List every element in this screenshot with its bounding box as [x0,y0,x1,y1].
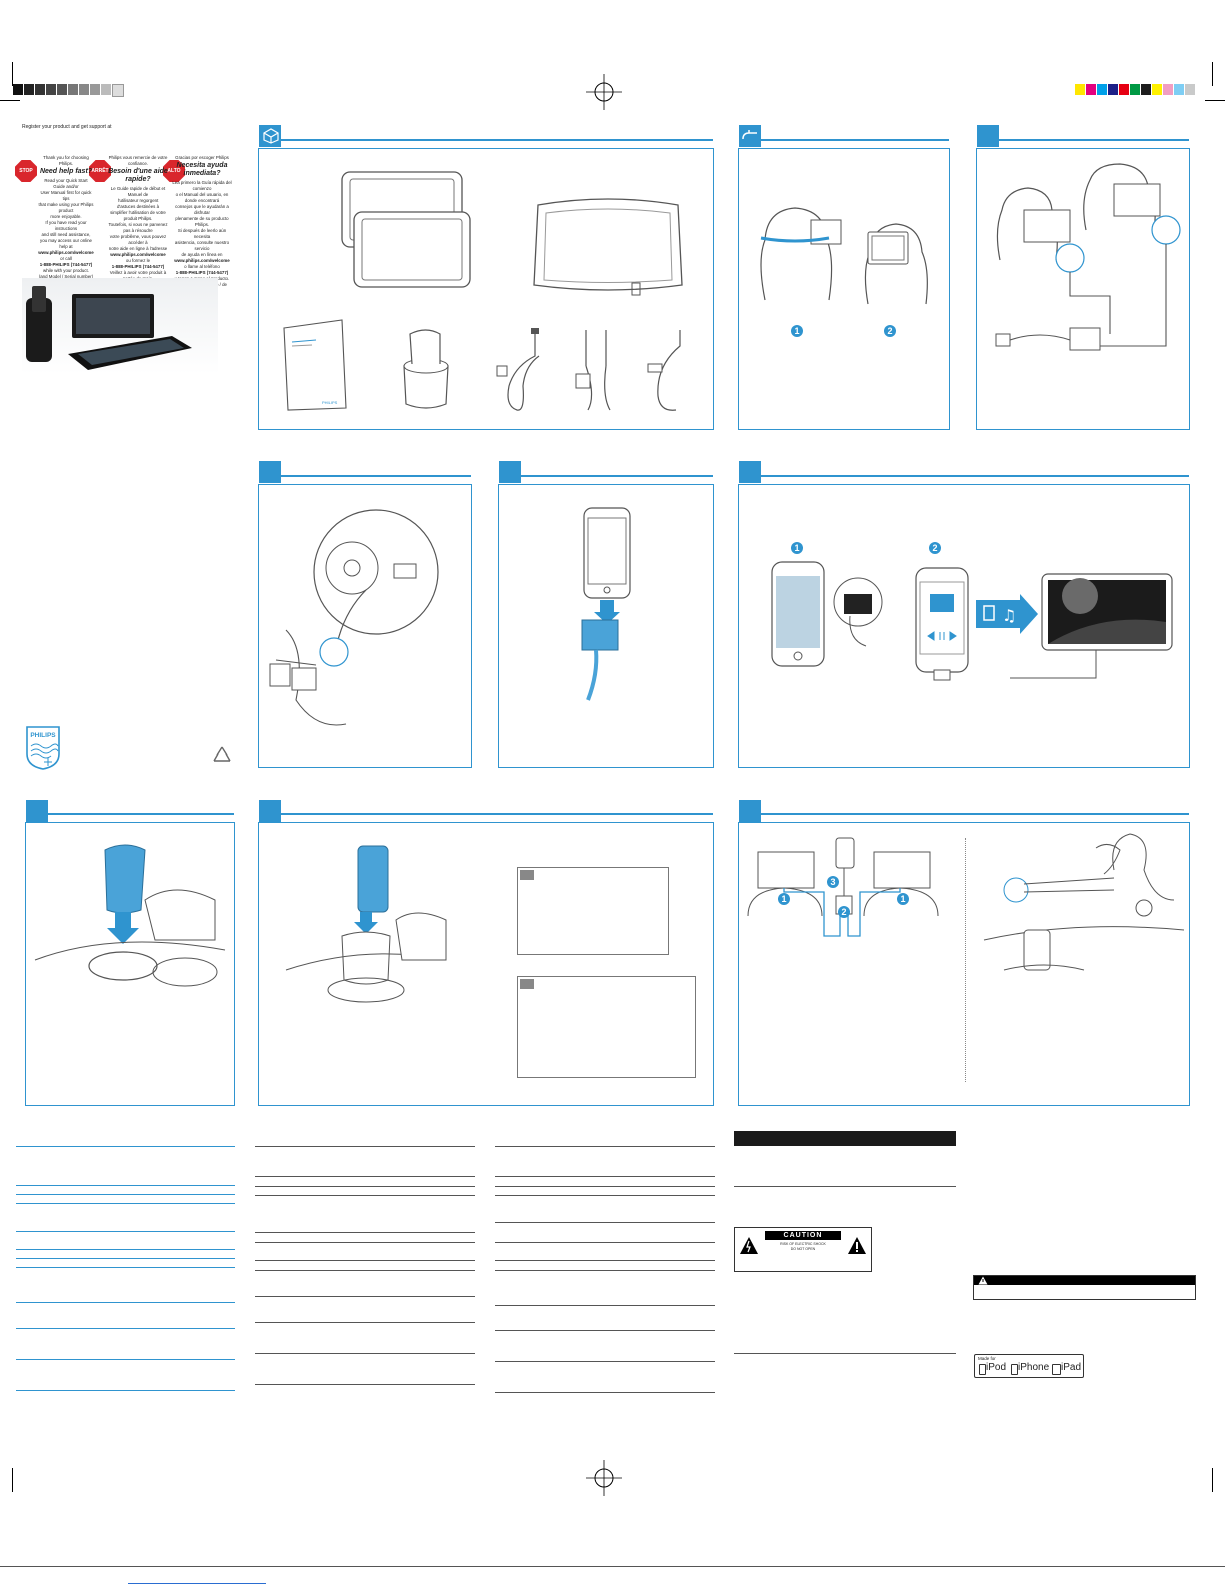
car-charger-illustration [647,330,681,411]
header-stripe [48,813,234,815]
headrest-mount-step2 [864,223,928,305]
step-marker: 2 [929,542,941,554]
step-marker: 3 [827,876,839,888]
header-stripe [281,813,713,815]
step-marker: 2 [838,906,850,918]
stop-badge: ARRÊT [89,160,111,182]
note-box [517,976,696,1078]
crop-mark [1212,1468,1213,1492]
registration-mark-icon [586,1460,622,1496]
step-marker: 1 [791,542,803,554]
caution-line: RISK OF ELECTRIC SHOCK [780,1242,826,1246]
audio-tab [739,800,761,822]
warning-box [973,1275,1196,1300]
monitor-playback-illustration [1010,573,1173,679]
header-stripe [281,139,713,141]
svg-text:PHILIPS: PHILIPS [322,400,338,405]
product-photo-art [26,286,192,370]
crop-mark [0,100,20,101]
play-tab [739,461,761,483]
header-stripe [761,139,949,141]
dual-screen-wiring-diagram [747,837,939,937]
iphone-menu-illustration [771,561,883,667]
help-column-fr: Philips vous remercie de votre confiance… [108,155,168,287]
cupholder-insert-illustration [34,844,226,987]
hyperlink-underline [128,1583,266,1584]
crop-mark [12,1468,13,1492]
header-stripe [761,475,1189,477]
stream-arrow-icon: ♫ [976,594,1038,634]
note-icon [520,979,534,989]
registration-mark-icon [586,74,622,110]
exclamation-warning-icon [848,1237,866,1254]
header-stripe [281,475,471,477]
crop-mark [1205,100,1225,101]
ipad-icon [1052,1364,1061,1375]
step-marker: 1 [791,325,803,337]
made-for-ipod: iPod [986,1362,1007,1373]
made-for-label: Made for [978,1356,996,1361]
car-power-illustration [269,509,439,726]
warning-icon [978,1276,988,1285]
made-for-ipad: iPad [1061,1362,1082,1373]
made-for-iphone: iPhone [1018,1362,1050,1373]
header-stripe [999,139,1189,141]
register-text: Register your product and get support at [22,124,112,130]
made-for-badge: Made for iPod iPhone iPad [974,1354,1084,1378]
step-marker: 1 [778,893,790,905]
step-marker: 1 [897,893,909,905]
note-box [517,867,669,955]
manual-illustration: PHILIPS [283,319,347,411]
stop-badge: STOP [15,160,37,182]
stop-badge: ALTO [163,160,185,182]
svg-text:♫: ♫ [1002,606,1016,625]
connect-tab [977,125,999,147]
crop-mark [12,62,13,86]
divider [734,1186,956,1187]
mount-tab [739,125,761,147]
dock-tab [499,461,521,483]
hand-icon [742,130,757,140]
note-icon [520,870,534,880]
dotted-divider [965,838,966,1082]
dock-car-tab [259,800,281,822]
divider [734,1353,956,1354]
iphone-icon [1011,1364,1018,1375]
safety-heading-bar [734,1131,956,1146]
iphone-player-illustration [915,567,969,681]
trim-line [0,1566,1225,1567]
product-photo [22,278,218,374]
iphone-connect-illustration [581,507,631,701]
step-marker: 2 [884,325,896,337]
caution-line: DO NOT OPEN [790,1247,816,1251]
power-tab [259,461,281,483]
philips-shield-logo [26,726,60,770]
help-column-en: Thank you for choosing Philips. Need hel… [38,155,94,279]
monitors-illustration [341,171,471,288]
headphone-listening-illustration [983,833,1185,971]
package-icon [263,128,279,144]
help-column-es: Gracias por escoger Philips Necesita ayu… [172,155,232,293]
headrest-mount-step1 [760,207,842,301]
av-cable-illustration [496,328,540,411]
header-stripe [521,475,713,477]
ipod-icon [979,1364,986,1375]
caution-title: CAUTION [765,1231,841,1240]
brand-name: PHILIPS [30,732,56,739]
caution-label: CAUTION RISK OF ELECTRIC SHOCK DO NOT OP… [734,1227,872,1272]
cup-dock-illustration [403,329,449,409]
recycle-icon [213,746,231,762]
crop-mark [1212,62,1213,86]
cupholder-tab [26,800,48,822]
carry-bag-illustration [533,198,683,296]
lightning-warning-icon [740,1237,758,1254]
iphone-in-cupdock-illustration [285,845,447,1003]
dual-headrest-connection [995,163,1181,351]
header-stripe [761,813,1189,815]
splitter-cable-illustration [575,330,611,411]
warning-header [974,1276,1195,1285]
